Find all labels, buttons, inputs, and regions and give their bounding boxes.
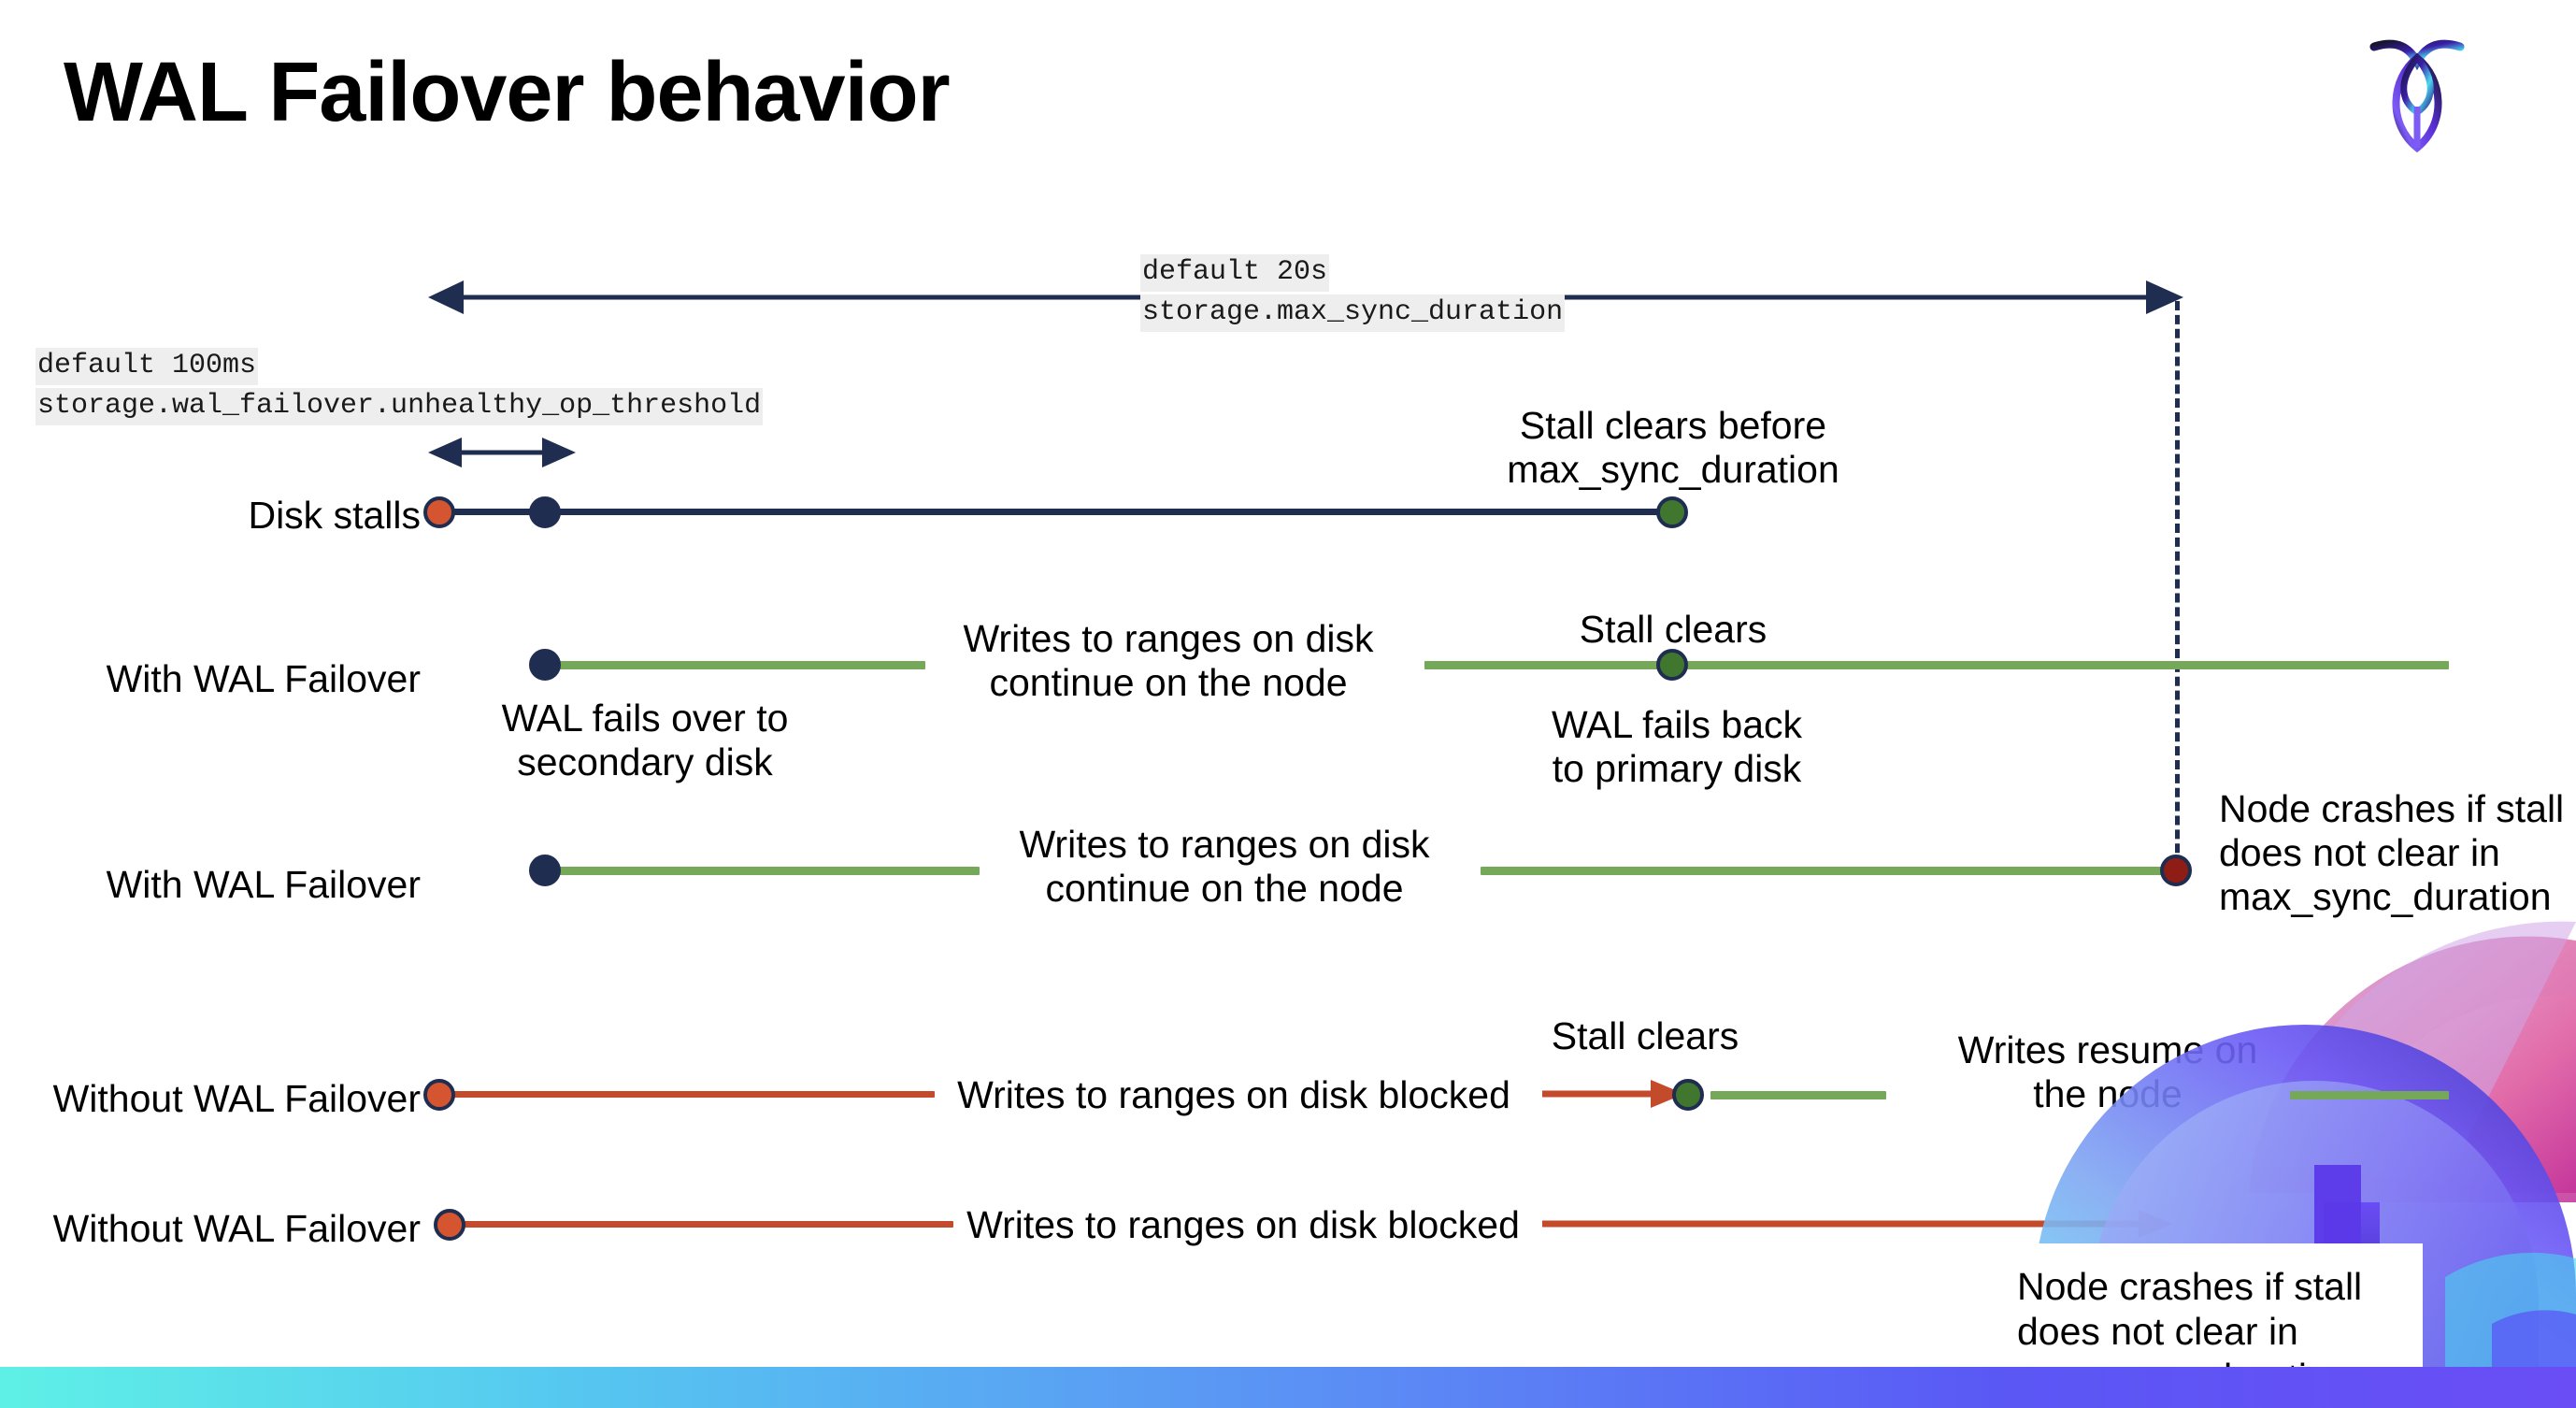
with-wal-failover-2-crash-dot [2160,855,2192,886]
with-wal-failover-2-failover-dot [529,855,561,886]
without-wal-failover-1-clear-dot [1672,1079,1704,1111]
page-title: WAL Failover behavior [64,46,951,139]
with-wal-failover-1-failover-dot [529,649,561,681]
annotation-writes-continue-row3: Writes to ranges on disk continue on the… [1019,823,1430,911]
annotation-node-crashes-row3: Node crashes if stall does not clear in … [2219,787,2565,919]
annotation-writes-continue-row2: Writes to ranges on disk continue on the… [963,617,1374,705]
annotation-wal-fails-back-to-primary-disk: WAL fails back to primary disk [1551,703,1803,791]
without-wal-failover-1-resume-stub [2290,1091,2449,1099]
annotation-stall-clears-row2: Stall clears [1579,608,1767,651]
unhealthy-op-threshold-setting-name: storage.wal_failover.unhealthy_op_thresh… [36,387,764,425]
annotation-writes-blocked-row5: Writes to ranges on disk blocked [966,1203,1520,1246]
row-label-without-wal-failover-2: Without WAL Failover [52,1207,421,1250]
max-sync-duration-setting-name: storage.max_sync_duration [1140,294,1566,332]
disk-stalls-timeline-line [436,509,1679,515]
with-wal-failover-2-segment-left [535,867,980,875]
annotation-writes-resume-on-the-node: Writes resume on the node [1957,1028,2258,1116]
without-wal-failover-1-start-dot [423,1079,455,1111]
row-label-disk-stalls: Disk stalls [248,494,421,537]
row-label-with-wal-failover-1: With WAL Failover [106,657,421,700]
without-wal-failover-2-blocked-line [460,1221,953,1228]
with-wal-failover-1-clear-dot [1656,649,1688,681]
disk-stalls-clear-dot [1656,496,1688,528]
annotation-wal-fails-over-to-secondary-disk: WAL fails over to secondary disk [501,697,789,784]
without-wal-failover-2-start-dot [434,1209,465,1241]
bottom-gradient-band [0,1367,2576,1408]
with-wal-failover-1-segment-right [1424,661,2449,669]
without-wal-failover-1-blocked-arrow [1542,1077,1692,1111]
unhealthy-op-threshold-span-arrow [415,432,589,473]
unhealthy-op-threshold-default-label: default 100ms [36,348,259,385]
annotation-stall-clears-before-max-sync-duration: Stall clears before max_sync_duration [1507,404,1839,492]
unhealthy-op-threshold-setting-labels: default 100ms storage.wal_failover.unhea… [36,348,764,428]
with-wal-failover-1-segment-left [535,661,925,669]
row-label-without-wal-failover-1: Without WAL Failover [52,1077,421,1120]
without-wal-failover-1-blocked-line [449,1091,935,1098]
without-wal-failover-1-resume-line [1710,1091,1886,1099]
max-sync-duration-setting-labels: default 20s storage.max_sync_duration [1140,254,1566,335]
annotation-node-crashes-row5: Node crashes if stall does not clear in … [2017,1265,2363,1399]
cockroachdb-logo-icon [2361,26,2473,157]
with-wal-failover-2-segment-right [1481,867,2182,875]
disk-stalls-failover-threshold-dot [529,496,561,528]
annotation-writes-blocked-row4: Writes to ranges on disk blocked [957,1073,1510,1116]
max-sync-duration-default-label: default 20s [1140,254,1330,292]
disk-stalls-start-dot [423,496,455,528]
annotation-stall-clears-row4: Stall clears [1551,1014,1739,1057]
row-label-with-wal-failover-2: With WAL Failover [106,863,421,906]
without-wal-failover-2-blocked-arrow [1542,1207,2178,1241]
max-sync-duration-drop-line [2175,301,2180,881]
